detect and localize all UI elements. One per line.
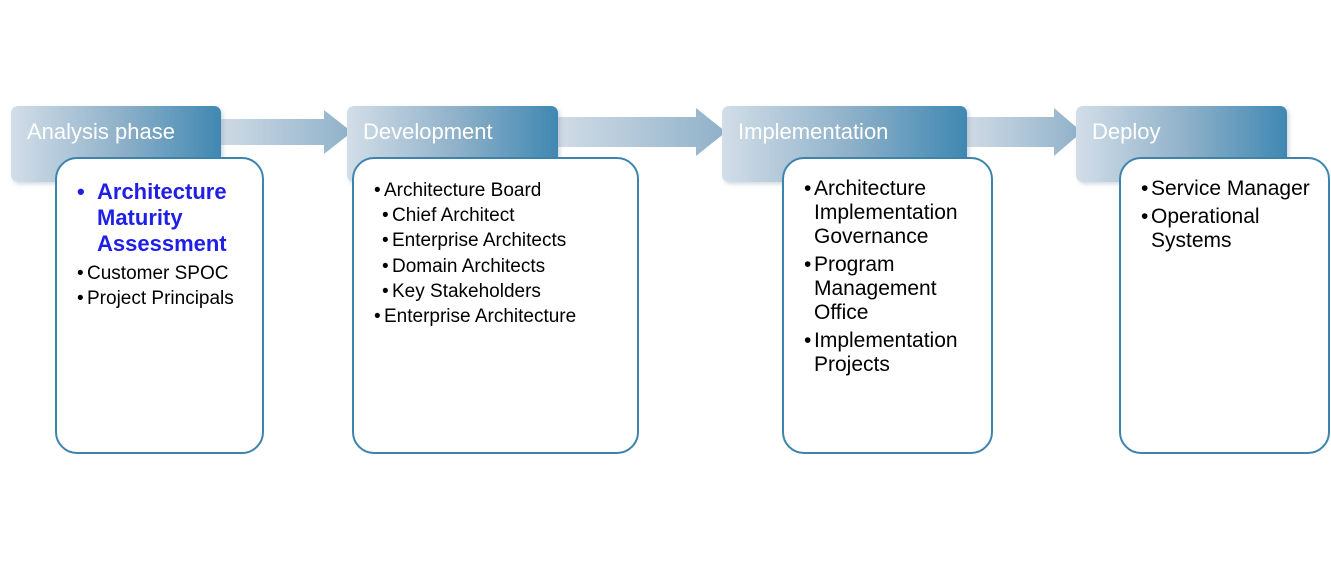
bullet: • — [374, 180, 381, 201]
card-deploy: • Service Manager • Operational Systems — [1119, 157, 1330, 454]
bullet: • — [382, 255, 389, 277]
item-text: Architecture Implementation Governance — [814, 177, 958, 248]
item-text: Program Management Office — [814, 253, 937, 324]
list-item-sub: • Domain Architects — [382, 254, 627, 279]
bullet: • — [1141, 205, 1149, 228]
phase-title-deploy: Deploy — [1092, 119, 1161, 144]
bullet: • — [1141, 177, 1149, 200]
list-item-sub: • Key Stakeholders — [382, 279, 627, 304]
card-development: • Architecture Board • Chief Architect •… — [352, 157, 639, 454]
connector-arrow-1 — [212, 110, 352, 154]
item-text: Project Principals — [87, 288, 234, 309]
bullet: • — [374, 306, 381, 328]
list-item: • Project Principals — [77, 288, 252, 310]
item-text: Enterprise Architecture — [384, 306, 577, 328]
connector-arrow-3 — [960, 108, 1082, 156]
analysis-list: • Architecture Maturity Assessment • Cus… — [77, 179, 252, 310]
list-item: • Implementation Projects — [804, 329, 983, 377]
item-text: Architecture Board — [384, 180, 542, 201]
list-item-sub: • Enterprise Architects — [382, 228, 627, 253]
connector-arrow-2 — [552, 108, 726, 156]
implementation-list: • Architecture Implementation Governance… — [804, 177, 983, 377]
bullet: • — [382, 205, 389, 227]
card-analysis: • Architecture Maturity Assessment • Cus… — [55, 157, 264, 454]
card-implementation: • Architecture Implementation Governance… — [782, 157, 993, 454]
item-text: Enterprise Architects — [392, 230, 567, 252]
list-item: • Customer SPOC — [77, 263, 252, 285]
phase-title-development: Development — [363, 119, 493, 144]
list-item-sub: • Chief Architect — [382, 203, 627, 228]
list-item: • Architecture Implementation Governance — [804, 177, 983, 249]
list-item: • Program Management Office — [804, 253, 983, 325]
item-text: Domain Architects — [392, 255, 546, 277]
item-text: Operational Systems — [1151, 205, 1260, 252]
item-text: Customer SPOC — [87, 263, 229, 284]
bullet: • — [804, 253, 812, 276]
phase-title-analysis: Analysis phase — [27, 119, 175, 144]
bullet: • — [77, 288, 84, 309]
item-text: Key Stakeholders — [392, 280, 541, 302]
list-item-highlight: • Architecture Maturity Assessment — [77, 179, 252, 257]
bullet: • — [804, 329, 812, 352]
development-list: • Architecture Board • Chief Architect •… — [374, 178, 627, 329]
bullet: • — [804, 177, 812, 200]
phase-title-implementation: Implementation — [738, 119, 889, 144]
item-text: Chief Architect — [392, 205, 515, 227]
item-text: Architecture Maturity Assessment — [97, 179, 227, 256]
list-item: • Operational Systems — [1141, 205, 1320, 253]
list-item: • Architecture Board — [374, 178, 627, 203]
list-item: • Enterprise Architecture — [374, 304, 627, 329]
item-text: Service Manager — [1151, 177, 1310, 200]
bullet: • — [382, 230, 389, 252]
list-item: • Service Manager — [1141, 177, 1320, 201]
deploy-list: • Service Manager • Operational Systems — [1141, 177, 1320, 253]
bullet: • — [77, 179, 85, 204]
bullet: • — [382, 280, 389, 302]
bullet: • — [77, 263, 84, 284]
item-text: Implementation Projects — [814, 329, 958, 376]
